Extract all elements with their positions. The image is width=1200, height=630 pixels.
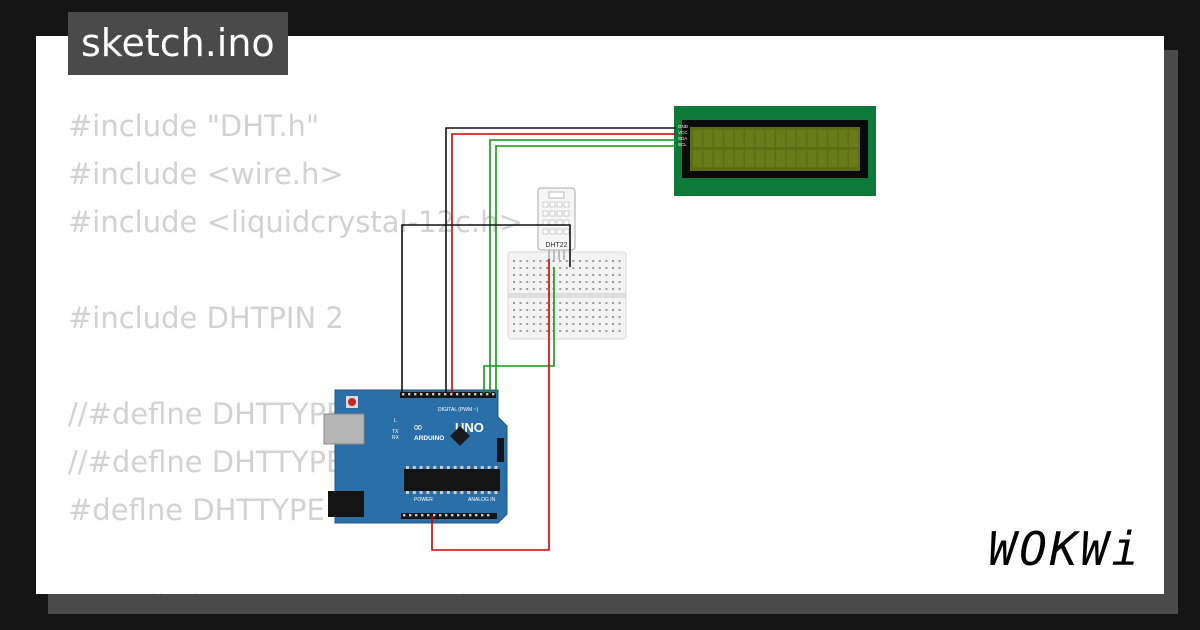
arduino-brand: ARDUINO: [414, 435, 444, 442]
code-line: #include <wire.h>: [68, 157, 344, 191]
code-line: //#deflne DHTTYPE: [68, 397, 345, 431]
wire-dht-gnd: [401, 224, 571, 393]
circuit-diagram: DHT22 GND VCC SDA SCL DIGITAL (PW: [323, 106, 876, 551]
l-label: L: [394, 418, 397, 424]
digital-header-label: DIGITAL (PWM ~): [438, 407, 478, 413]
lcd-pin-sda: SDA: [678, 136, 687, 141]
wire-dht-data: [483, 267, 555, 393]
lcd-pin-gnd: GND: [678, 124, 689, 129]
wires: [401, 127, 676, 551]
dht22-sensor[interactable]: DHT22: [537, 187, 576, 260]
chip-pins: [406, 466, 498, 494]
lcd-16x2[interactable]: GND VCC SDA SCL: [674, 106, 876, 196]
wire-dht-vcc: [431, 267, 550, 551]
tx-label: TX: [392, 429, 399, 435]
power-analog-pin-header: [403, 514, 490, 517]
code-line: #include "DHT.h": [68, 109, 320, 143]
code-line: #deflne DHTTYPE: [68, 493, 325, 527]
code-line: //#deflne DHTTYPE: [68, 445, 345, 479]
wokwi-logo: WOKWi: [988, 522, 1142, 576]
file-tab: sketch.ino: [68, 12, 288, 75]
wire-lcd-scl: [495, 145, 676, 393]
lcd-character-cells: [693, 130, 858, 167]
wire-lcd-vcc: [451, 133, 676, 393]
power-label: POWER: [414, 497, 433, 503]
lcd-pin-scl: SCL: [678, 142, 687, 147]
digital-pin-header: [402, 393, 495, 396]
preview-card: #include "DHT.h" #include <wire.h> #includ…: [36, 36, 1164, 594]
lcd-pin-vcc: VCC: [678, 130, 688, 135]
code-block: #include "DHT.h" #include <wire.h> #includ…: [68, 102, 523, 594]
analog-label: ANALOG IN: [468, 497, 496, 503]
arduino-logo: ∞: [413, 420, 423, 434]
dht22-label: DHT22: [545, 242, 567, 249]
dht22-grille: [542, 201, 570, 235]
arduino-uno[interactable]: DIGITAL (PWM ~) ARDUINO UNO ∞ TX RX L PO…: [323, 389, 508, 524]
breadboard: [507, 251, 627, 340]
wire-lcd-sda: [489, 139, 676, 393]
breadboard-holes: [513, 260, 621, 332]
code-line: DHT dht(DHTPIN, DHTTYPE);: [68, 582, 523, 594]
rx-label: RX: [392, 435, 400, 441]
code-line: #include <liquidcrystal-12c.h>: [68, 205, 523, 239]
code-line: #include DHTPIN 2: [68, 301, 344, 335]
wire-lcd-gnd: [445, 127, 676, 393]
